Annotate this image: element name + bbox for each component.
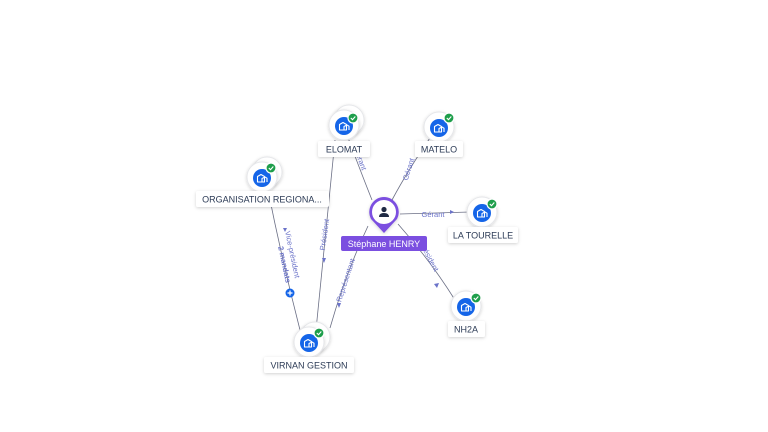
company-nodes: ELOMAT MATELO ORGANISATION REGIONA... <box>196 104 518 373</box>
edge-henry-nh2a[interactable]: Président <box>397 223 456 301</box>
company-label: ORGANISATION REGIONA... <box>202 195 322 205</box>
edge-label: Gérant <box>422 210 446 219</box>
company-label: MATELO <box>421 145 457 155</box>
edge-label: Représentant <box>334 257 357 303</box>
plus-icon <box>287 290 293 296</box>
company-label: VIRNAN GESTION <box>270 361 347 371</box>
company-node-organisation[interactable]: ORGANISATION REGIONA... <box>196 156 329 207</box>
company-label: LA TOURELLE <box>453 231 513 241</box>
verified-check-icon <box>443 112 455 124</box>
edge-label: Président <box>318 217 331 251</box>
company-node-matelo[interactable]: MATELO <box>415 111 463 157</box>
verified-check-icon <box>470 292 482 304</box>
company-node-nh2a[interactable]: NH2A <box>448 290 485 337</box>
edge-label: Gérant <box>401 156 417 181</box>
company-label: NH2A <box>454 325 478 335</box>
company-node-virnan[interactable]: VIRNAN GESTION <box>264 321 354 373</box>
verified-check-icon <box>347 112 359 124</box>
verified-check-icon <box>486 198 498 210</box>
person-icon <box>379 206 389 217</box>
person-label: Stéphane HENRY <box>348 239 420 249</box>
company-label: ELOMAT <box>326 145 363 155</box>
edge-virnan-organisation[interactable]: Vice-président 2 mandats <box>267 189 302 331</box>
verified-check-icon <box>313 327 325 339</box>
company-node-elomat[interactable]: ELOMAT <box>318 104 370 157</box>
company-node-latourelle[interactable]: LA TOURELLE <box>448 196 518 243</box>
edge-henry-latourelle[interactable]: Gérant <box>399 210 471 219</box>
person-node-center[interactable]: Stéphane HENRY <box>341 197 427 251</box>
edges: Gérant Gérant Gérant Président Représent… <box>267 134 471 331</box>
edge-virnan-elomat[interactable]: Président <box>315 139 336 331</box>
verified-check-icon <box>265 162 277 174</box>
